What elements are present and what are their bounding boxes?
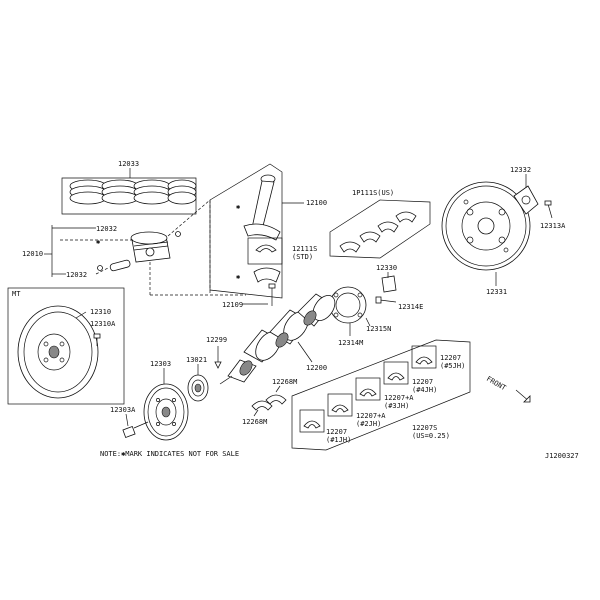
piston-rings-box [61,177,197,215]
label-12303a: 12303A [110,406,136,414]
bearing-half [339,211,417,253]
main-bearing-2 [327,393,353,417]
bearing-set-box [329,199,431,259]
label-12200: 12200 [306,364,327,372]
label-12207a-3-sub: (#3JH) [384,402,409,410]
label-12207-5-sub: (#5JH) [440,362,465,370]
label-12314e: 12314E [398,303,423,311]
label-12033: 12033 [118,160,139,168]
label-12315n: 12315N [366,325,391,333]
label-12299: 12299 [206,336,227,344]
main-bearing-box [291,339,471,451]
flywheel-bolt [544,200,553,219]
main-bearing-1 [299,409,325,433]
label-12207a-2: 12207+A [356,412,386,420]
arrow-down-right-icon [515,389,531,403]
label-12268m-b: 12268M [242,418,267,426]
main-bearing-4 [383,361,409,385]
label-12032-b: 12032 [66,271,87,279]
pulley-bolt [122,421,149,438]
snap-ring [97,231,181,271]
label-13021: 13021 [186,356,207,364]
label-12314m: 12314M [338,339,363,347]
mt-bolt [93,333,101,346]
connecting-rod-box [209,163,283,299]
rod-bearing [247,237,283,265]
note-not-for-sale: NOTE:✱MARK INDICATES NOT FOR SALE [100,450,239,458]
label-12109: 12109 [222,301,243,309]
asterisk-icon: ✱ [236,203,241,211]
label-12100: 12100 [306,199,327,207]
label-12303: 12303 [150,360,171,368]
label-mt: MT [12,290,21,298]
label-12268m: 12268M [272,378,297,386]
mt-inset-box [7,287,125,405]
dowel-pin [365,317,371,327]
rod-cap [253,267,281,283]
asterisk-icon: ✱ [96,238,101,246]
crank-sprocket [187,374,209,402]
diagram-id: J1200327 [545,452,579,460]
label-12111s-sub: (STD) [292,253,313,261]
label-12330: 12330 [376,264,397,272]
label-12207a-3: 12207+A [384,394,414,402]
front-indicator: FRONT [485,375,531,403]
crankshaft [219,293,336,385]
label-12111s: 12111S [292,245,317,253]
piston-pin [109,259,131,272]
crankshaft-pulley [143,383,189,441]
label-12207-4: 12207 [412,378,433,386]
rod-bolt [268,283,276,306]
label-12331: 12331 [486,288,507,296]
rear-oil-seal-retainer [329,286,367,324]
reinforcement-plate [513,185,539,215]
pilot-converter [381,275,397,293]
label-12310a: 12310A [90,320,116,328]
flywheel-mt [17,305,99,399]
label-1p111s: 1P111S(US) [352,189,394,197]
piston [130,231,171,263]
label-front: FRONT [485,375,508,393]
label-12010: 12010 [22,250,43,258]
label-12207a-2-sub: (#2JH) [356,420,381,428]
piston-ring-set [69,179,197,205]
label-12207-1-sub: (#1JH) [326,436,351,444]
main-bearing-5 [411,345,437,369]
label-12313a: 12313A [540,222,566,230]
label-12310: 12310 [90,308,111,316]
label-12207-4-sub: (#4JH) [412,386,437,394]
main-bearing-3 [355,377,381,401]
label-12207-5: 12207 [440,354,461,362]
seal-bolt [375,296,397,304]
asterisk-icon: ✱ [236,273,241,281]
label-12207-1: 12207 [326,428,347,436]
connecting-rod [243,174,281,241]
crankshaft-key [214,346,222,369]
label-12207s: 12207S [412,424,437,432]
drive-plate [441,181,531,271]
thrust-washer [251,394,287,411]
label-12332: 12332 [510,166,531,174]
label-12207s-sub: (US=0.25) [412,432,450,440]
label-12032: 12032 [96,225,117,233]
